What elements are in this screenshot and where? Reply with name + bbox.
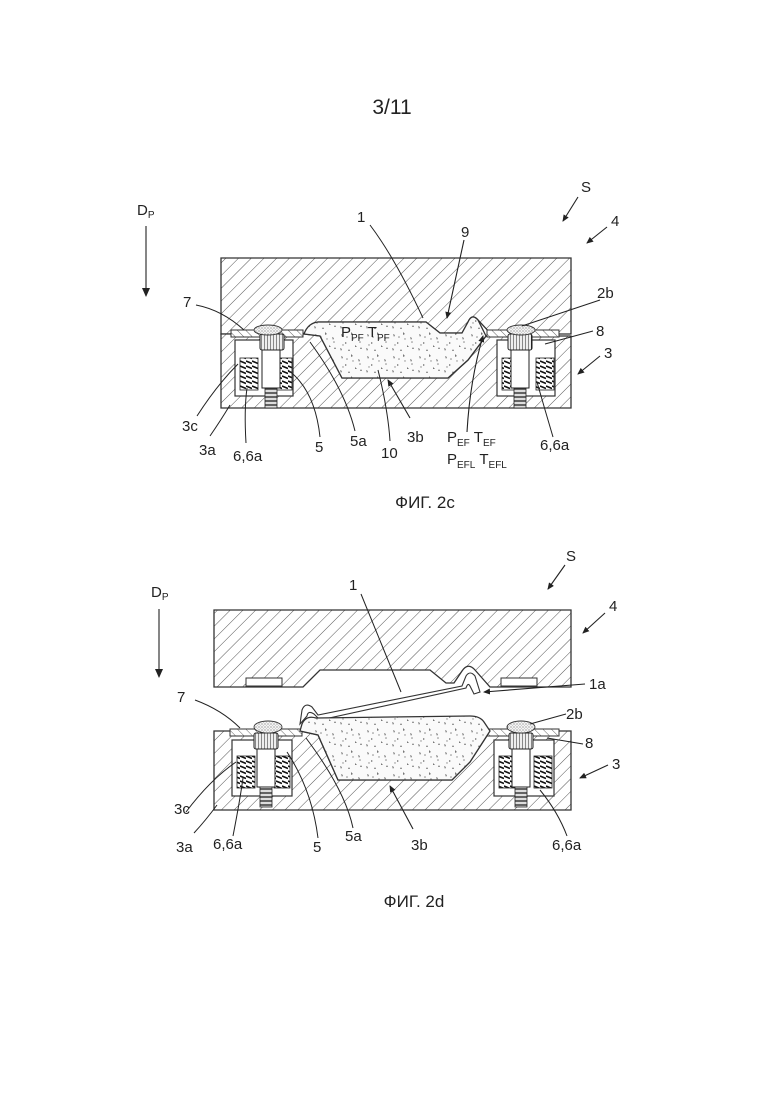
formula-efl-p-sub: EFL bbox=[457, 460, 476, 471]
label-1: 1 bbox=[349, 577, 357, 594]
label-8: 8 bbox=[585, 735, 593, 752]
label-4: 4 bbox=[609, 598, 617, 615]
label-4: 4 bbox=[611, 213, 619, 230]
formula-efl-t-sub: EFL bbox=[489, 460, 508, 471]
formula-pf-t-sub: PF bbox=[377, 333, 390, 344]
formula-pf-p-sub: PF bbox=[351, 333, 364, 344]
insert-lump-right bbox=[507, 721, 535, 733]
label-5: 5 bbox=[313, 839, 321, 856]
label-2b: 2b bbox=[566, 706, 583, 723]
insert-lump-right bbox=[507, 325, 535, 335]
label-3b: 3b bbox=[407, 429, 424, 446]
press-direction-base: D bbox=[151, 584, 162, 601]
label-5: 5 bbox=[315, 439, 323, 456]
label-7: 7 bbox=[177, 689, 185, 706]
page-number: 3/11 bbox=[372, 96, 411, 119]
label-6-6a-right: 6,6a bbox=[552, 837, 582, 854]
press-direction-sub: P bbox=[162, 592, 169, 603]
formula-ef-p: P bbox=[447, 429, 457, 446]
formula-efl-t: T bbox=[479, 451, 488, 468]
upper-mold-block bbox=[214, 610, 571, 687]
formula-ef-t-sub: EF bbox=[483, 438, 496, 449]
insert-lump-left bbox=[254, 325, 282, 335]
label-1: 1 bbox=[357, 209, 365, 226]
label-9: 9 bbox=[461, 224, 469, 241]
figure-caption-2d: ФИГ. 2d bbox=[384, 892, 445, 911]
formula-pf-p: P bbox=[341, 324, 351, 341]
label-2b: 2b bbox=[597, 285, 614, 302]
label-3b: 3b bbox=[411, 837, 428, 854]
label-3: 3 bbox=[604, 345, 612, 362]
label-7: 7 bbox=[183, 294, 191, 311]
label-6-6a-right: 6,6a bbox=[540, 437, 570, 454]
label-5a: 5a bbox=[350, 433, 367, 450]
label-S: S bbox=[581, 179, 591, 196]
label-3a: 3a bbox=[199, 442, 216, 459]
insert-lump-left bbox=[254, 721, 282, 733]
figure-caption-2c: ФИГ. 2c bbox=[395, 493, 455, 512]
label-3a: 3a bbox=[176, 839, 193, 856]
formula-ef-t: T bbox=[474, 429, 483, 446]
label-3c: 3c bbox=[174, 801, 190, 818]
formula-ef-p-sub: EF bbox=[457, 438, 470, 449]
formula-ef: PEFTEF bbox=[447, 429, 496, 449]
formula-efl-p: P bbox=[447, 451, 457, 468]
formula-pf-t: T bbox=[368, 324, 377, 341]
label-5a: 5a bbox=[345, 828, 362, 845]
label-3c: 3c bbox=[182, 418, 198, 435]
label-S: S bbox=[566, 548, 576, 565]
press-direction-label: DP bbox=[137, 202, 155, 221]
press-direction-base: D bbox=[137, 202, 148, 219]
label-3: 3 bbox=[612, 756, 620, 773]
formula-efl: PEFLTEFL bbox=[447, 451, 507, 471]
label-8: 8 bbox=[596, 323, 604, 340]
label-6-6a-left: 6,6a bbox=[233, 448, 263, 465]
press-direction-label: DP bbox=[151, 584, 169, 603]
label-1a: 1a bbox=[589, 676, 606, 693]
figure-2d: DP bbox=[151, 548, 620, 911]
label-6-6a-left: 6,6a bbox=[213, 836, 243, 853]
press-direction-sub: P bbox=[148, 210, 155, 221]
press-direction-arrow: DP bbox=[137, 202, 155, 296]
spring-assembly-left bbox=[232, 733, 292, 807]
label-10: 10 bbox=[381, 445, 398, 462]
figure-2c: DP PP bbox=[137, 179, 619, 512]
press-direction-arrow: DP bbox=[151, 584, 169, 677]
